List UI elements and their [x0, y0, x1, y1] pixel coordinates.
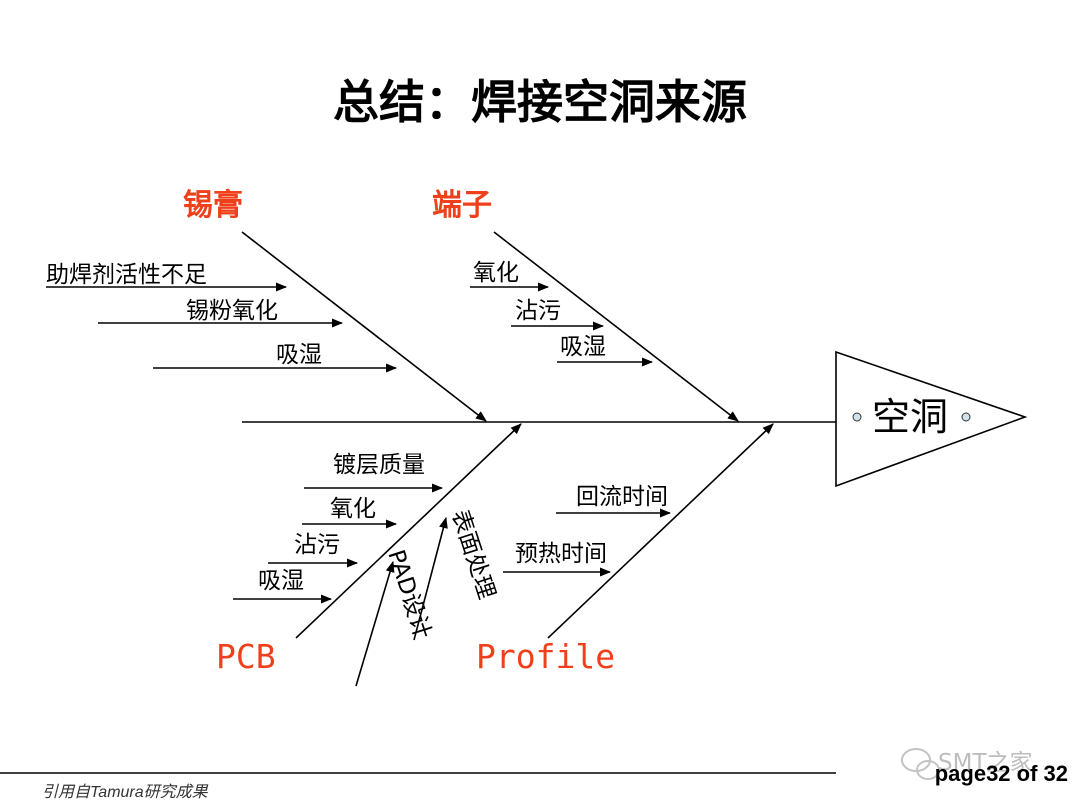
- category-solder-paste: 锡膏: [183, 188, 243, 223]
- category-pcb: PCB: [216, 637, 276, 676]
- bone-solder-paste: [241, 231, 487, 422]
- effect-dot-left: [852, 412, 862, 422]
- cause-pcb-surface-treatment: 表面处理: [446, 507, 499, 603]
- cause-terminal-1: 氧化: [473, 260, 519, 286]
- cause-solder-paste-3: 吸湿: [276, 342, 322, 368]
- bone-terminal: [493, 231, 739, 422]
- cause-pcb-2: 氧化: [330, 496, 376, 522]
- watermark: SMT之家: [938, 750, 1033, 776]
- category-terminal: 端子: [432, 188, 492, 223]
- cause-pcb-pad-design: PAD设计: [382, 547, 435, 642]
- cause-terminal-2: 沾污: [515, 298, 561, 324]
- wechat-icon: [901, 748, 940, 780]
- cause-solder-paste-2: 锡粉氧化: [186, 298, 278, 324]
- page-title: 总结：焊接空洞来源: [333, 75, 747, 129]
- cause-pcb-4: 吸湿: [258, 568, 304, 594]
- arrow-pcb-surface-treatment: [413, 516, 448, 641]
- arrow-pcb-pad-design: [355, 560, 395, 687]
- category-profile: Profile: [476, 637, 615, 676]
- footer-source: 引用自Tamura研究成果: [42, 783, 209, 801]
- effect-head: [835, 350, 1028, 488]
- cause-solder-paste-1: 助焊剂活性不足: [46, 262, 207, 288]
- bone-pcb: [295, 423, 522, 639]
- cause-profile-1: 回流时间: [576, 484, 668, 510]
- cause-terminal-3: 吸湿: [560, 334, 606, 360]
- effect-label: 空洞: [872, 395, 948, 439]
- cause-pcb-1: 镀层质量: [333, 452, 425, 478]
- cause-profile-2: 预热时间: [515, 541, 607, 567]
- effect-dot-right: [961, 412, 971, 422]
- bone-profile: [547, 423, 774, 639]
- page-number: page32 of 32: [935, 761, 1068, 786]
- cause-pcb-3: 沾污: [294, 532, 340, 558]
